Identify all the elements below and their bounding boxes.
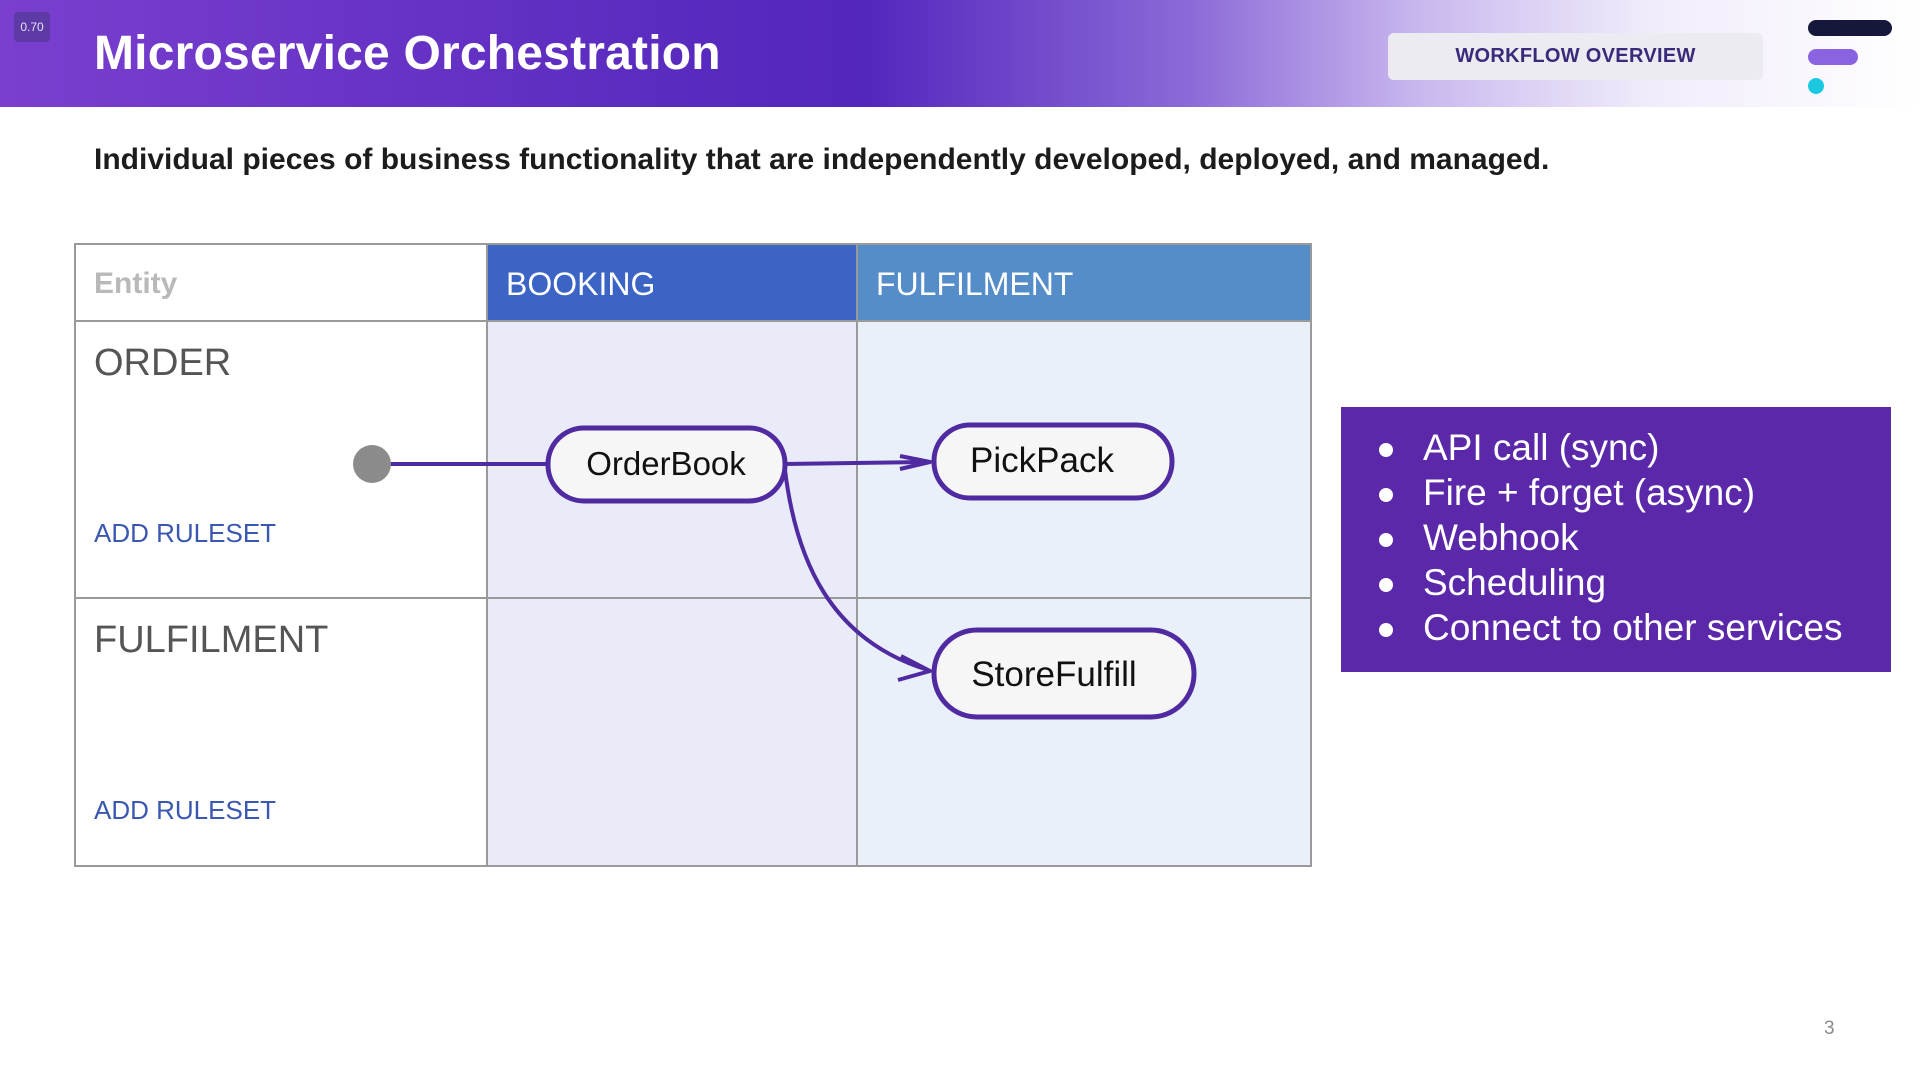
list-item: Scheduling (1375, 560, 1891, 605)
add-ruleset-link[interactable]: ADD RULESET (94, 795, 277, 825)
entity-name: FULFILMENT (94, 619, 329, 661)
node-pickpack[interactable]: PickPack (931, 422, 1175, 501)
add-ruleset-link[interactable]: ADD RULESET (94, 518, 277, 548)
zoom-badge[interactable]: 0.70 (14, 12, 50, 42)
column-header-label: BOOKING (506, 266, 656, 302)
logo-bar-long (1808, 20, 1892, 36)
node-label: StoreFulfill (971, 655, 1136, 694)
list-item: Webhook (1375, 515, 1891, 560)
list-item: Fire + forget (async) (1375, 470, 1891, 515)
entity-header-label: Entity (94, 267, 178, 300)
cell-fulfilment-booking (486, 597, 858, 867)
node-orderbook[interactable]: OrderBook (545, 425, 788, 504)
corner-header-cell: Entity (74, 243, 488, 322)
entity-service-grid: Entity BOOKING FULFILMENT ORDER ADD RULE… (74, 243, 1312, 867)
integration-options-box: API call (sync) Fire + forget (async) We… (1341, 407, 1891, 672)
logo-dot (1808, 78, 1824, 94)
column-header-booking[interactable]: BOOKING (486, 243, 858, 322)
row-header-order: ORDER ADD RULESET (74, 320, 488, 599)
page-title: Microservice Orchestration (94, 27, 721, 80)
integration-options-list: API call (sync) Fire + forget (async) We… (1375, 425, 1891, 650)
list-item: Connect to other services (1375, 605, 1891, 650)
node-label: OrderBook (586, 445, 746, 482)
node-storefulfill[interactable]: StoreFulfill (931, 627, 1197, 720)
column-header-label: FULFILMENT (876, 266, 1074, 302)
node-label: PickPack (970, 441, 1114, 480)
brand-logo (1808, 20, 1892, 98)
title-bar: 0.70 Microservice Orchestration WORKFLOW… (0, 0, 1920, 107)
workflow-overview-button[interactable]: WORKFLOW OVERVIEW (1388, 33, 1763, 80)
entity-name: ORDER (94, 342, 232, 384)
row-header-fulfilment: FULFILMENT ADD RULESET (74, 597, 488, 867)
slide-subtitle: Individual pieces of business functional… (94, 143, 1550, 176)
column-header-fulfilment[interactable]: FULFILMENT (856, 243, 1312, 322)
logo-bar-short (1808, 49, 1858, 65)
list-item: API call (sync) (1375, 425, 1891, 470)
page-number: 3 (1824, 1018, 1835, 1039)
